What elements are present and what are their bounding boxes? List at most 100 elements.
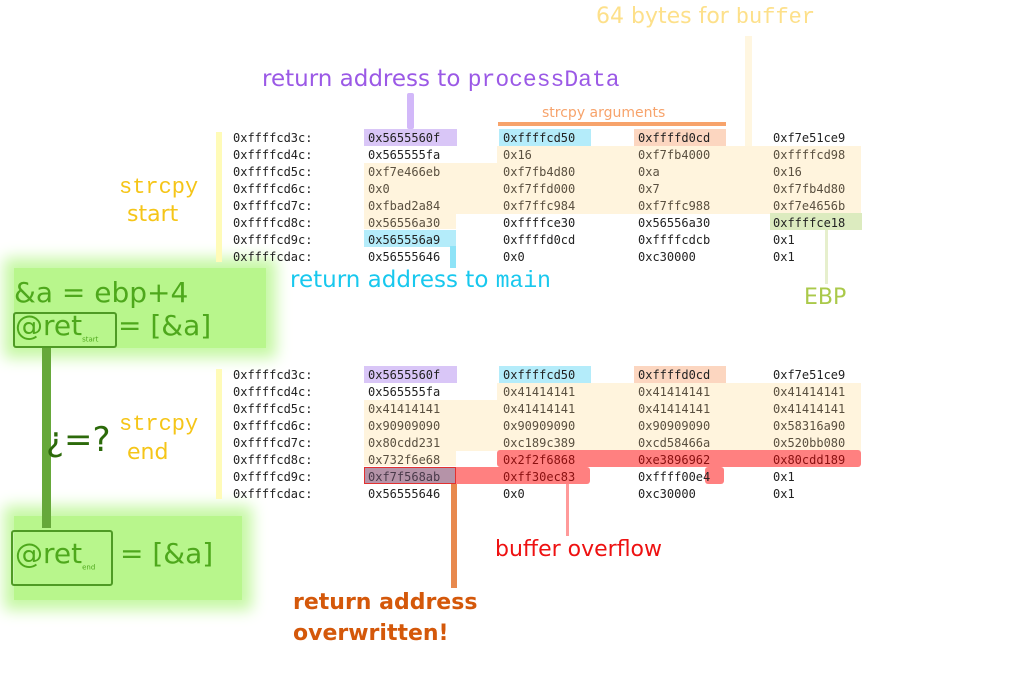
strcpy-start-word: start xyxy=(127,202,179,227)
memory-value: 0x1 xyxy=(773,250,795,264)
memory-address: 0xffffcd3c: xyxy=(233,131,313,145)
compare-connector xyxy=(42,346,51,528)
buffer-region xyxy=(364,214,456,229)
memory-value: 0x58316a90 xyxy=(773,419,846,433)
memory-value: 0x565555fa xyxy=(368,385,441,399)
memory-value: 0x0 xyxy=(503,250,525,264)
ret-overwritten-line2: overwritten! xyxy=(293,621,449,646)
ret-main-text: return address to xyxy=(290,267,496,293)
memory-value: 0xffffd0cd xyxy=(638,131,711,145)
memory-value: 0xfbad2a84 xyxy=(368,199,441,213)
ret-end-box xyxy=(11,530,113,586)
memory-address: 0xffffcd9c: xyxy=(233,233,313,247)
strcpy-start-bar xyxy=(216,132,222,262)
memory-value: 0xf7ffc984 xyxy=(503,199,576,213)
buffer-region xyxy=(364,163,861,214)
ret-main-pointer xyxy=(450,246,456,268)
ebp-pointer xyxy=(825,230,828,284)
buffer-var-name: buffer xyxy=(735,5,816,30)
memory-value: 0x16 xyxy=(503,148,532,162)
ret-start-panel xyxy=(14,268,266,348)
memory-address: 0xffffcd5c: xyxy=(233,165,313,179)
memory-value: 0x2f2f6868 xyxy=(503,453,576,467)
ret-overwritten-pointer xyxy=(451,484,457,588)
memory-value: 0x1 xyxy=(773,470,795,484)
buffer-overflow-label: buffer overflow xyxy=(495,537,663,562)
memory-value: 0x520bb080 xyxy=(773,436,846,450)
ret-end-sub: end xyxy=(82,563,96,572)
ret-main-label: return address to main xyxy=(290,267,551,294)
memory-value: 0xffffce30 xyxy=(503,216,576,230)
strcpy-src-highlight xyxy=(634,366,726,383)
memory-address: 0xffffcdac: xyxy=(233,487,313,501)
memory-value: 0x56555646 xyxy=(368,250,441,264)
ret-processdata-label: return address to processData xyxy=(262,66,620,93)
strcpy-arguments-label: strcpy arguments xyxy=(542,105,666,121)
strcpy-start-code: strcpy xyxy=(119,175,199,200)
memory-value: 0xc189c389 xyxy=(503,436,576,450)
overflow-highlight xyxy=(497,450,861,467)
memory-value: 0xa xyxy=(638,165,660,179)
memory-value: 0xffffcd98 xyxy=(773,148,846,162)
memory-value: 0x90909090 xyxy=(503,419,576,433)
memory-value: 0xffffcd50 xyxy=(503,131,576,145)
memory-address: 0xffffcdac: xyxy=(233,250,313,264)
memory-value: 0xffffd0cd xyxy=(638,368,711,382)
memory-value: 0x5655560f xyxy=(368,368,441,382)
compare-symbol: ¿=? xyxy=(46,420,111,460)
memory-value: 0xf7f568ab xyxy=(368,470,441,484)
ret-processdata-text: return address to xyxy=(262,66,468,92)
main-func-name: main xyxy=(495,268,551,294)
strcpy-arguments-bracket xyxy=(498,122,726,126)
memory-value: 0xf7e51ce9 xyxy=(773,131,846,145)
strcpy-end-bar xyxy=(216,369,222,499)
ebp-highlight xyxy=(770,213,862,230)
memory-value: 0x90909090 xyxy=(638,419,711,433)
ret-start-sub: start xyxy=(82,335,99,344)
memory-address: 0xffffcd4c: xyxy=(233,385,313,399)
memory-value: 0x16 xyxy=(773,165,802,179)
buffer-pointer-line xyxy=(745,36,752,148)
ebp-label: EBP xyxy=(804,285,847,310)
memory-value: 0x5655560f xyxy=(368,131,441,145)
ret-end-label: @retend xyxy=(15,536,95,586)
strcpy-end-word: end xyxy=(127,440,169,465)
memory-value: 0xf7e4656b xyxy=(773,199,846,213)
memory-address: 0xffffcd7c: xyxy=(233,199,313,213)
memory-value: 0xffffcdcb xyxy=(638,233,711,247)
memory-value: 0xc30000 xyxy=(638,487,696,501)
ret-main-highlight xyxy=(364,230,456,247)
memory-value: 0x41414141 xyxy=(773,385,846,399)
memory-value: 0x90909090 xyxy=(368,419,441,433)
memory-address: 0xffffcd9c: xyxy=(233,470,313,484)
memory-value: 0x80cdd231 xyxy=(368,436,441,450)
overflow-highlight xyxy=(705,467,724,484)
memory-value: 0x732f6e68 xyxy=(368,453,441,467)
memory-value: 0x565555fa xyxy=(368,148,441,162)
memory-value: 0x565556a9 xyxy=(368,233,441,247)
memory-value: 0xf7ffc988 xyxy=(638,199,711,213)
ret-overwritten-line1: return address xyxy=(293,590,478,615)
memory-address: 0xffffcd4c: xyxy=(233,148,313,162)
strcpy-end-code: strcpy xyxy=(119,412,199,437)
buffer-region xyxy=(497,146,861,163)
memory-value: 0x41414141 xyxy=(368,402,441,416)
buffer-region xyxy=(364,400,861,451)
ret-processdata-pointer xyxy=(407,93,414,129)
memory-value: 0xf7ffd000 xyxy=(503,182,576,196)
ebp-plus-4-equation: &a = ebp+4 xyxy=(14,276,189,309)
memory-value: 0x41414141 xyxy=(773,402,846,416)
memory-value: 0x80cdd189 xyxy=(773,453,846,467)
memory-value: 0x1 xyxy=(773,233,795,247)
buffer-size-label: 64 bytes for buffer xyxy=(596,4,815,30)
memory-value: 0x0 xyxy=(503,487,525,501)
ret-start-label: @retstart xyxy=(15,308,98,358)
memory-value: 0xffff00e4 xyxy=(638,470,711,484)
memory-address: 0xffffcd6c: xyxy=(233,419,313,433)
memory-value: 0x0 xyxy=(368,182,390,196)
ret-start-main: @ret xyxy=(15,309,83,342)
memory-value: 0x56555646 xyxy=(368,487,441,501)
memory-value: 0xff30ec83 xyxy=(503,470,576,484)
ret-start-rhs: = [&a] xyxy=(118,309,212,342)
memory-value: 0x56556a30 xyxy=(638,216,711,230)
